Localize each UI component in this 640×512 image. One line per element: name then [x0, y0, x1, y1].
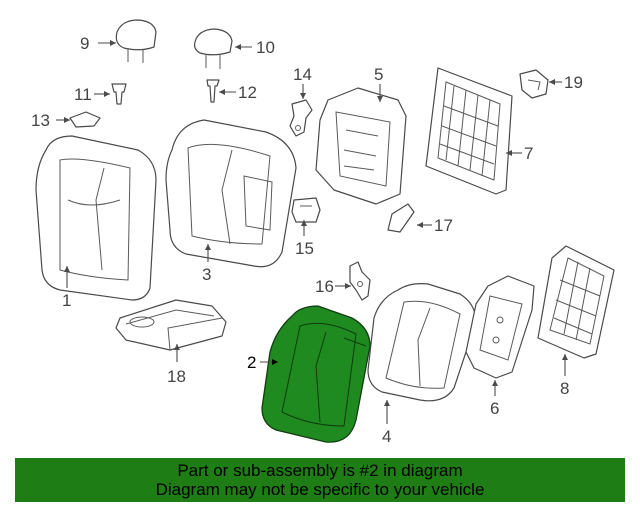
callout-3: 3: [202, 265, 211, 284]
part-6-frame: [465, 275, 535, 379]
callout-15: 15: [295, 239, 314, 258]
part-17-trim: [387, 203, 415, 233]
callout-18: 18: [167, 367, 186, 386]
callout-9: 9: [80, 34, 89, 53]
part-4-seatback-pad: [367, 283, 477, 402]
callout-5: 5: [374, 65, 383, 84]
callout-8: 8: [560, 379, 569, 398]
part-1-seatback-cover: [35, 135, 157, 301]
callout-14: 14: [293, 65, 312, 84]
part-5-seatback-frame: [315, 87, 407, 205]
part-18-armrest: [115, 299, 227, 351]
callout-16: 16: [315, 277, 334, 296]
part-10-headrest: [193, 28, 233, 69]
part-14-bracket: [289, 99, 313, 137]
callout-12: 12: [238, 83, 257, 102]
callout-labels: 9 10 11 12 13 14 5 19 7 15 17 3 1 16 18 …: [31, 34, 583, 446]
part-2-seatback-cover-highlighted: [261, 305, 371, 443]
callout-17: 17: [434, 216, 453, 235]
callout-19: 19: [564, 73, 583, 92]
part-16-hinge: [349, 261, 371, 301]
parts-diagram: 9 10 11 12 13 14 5 19 7 15 17 3 1 16 18 …: [31, 19, 615, 446]
callout-2: 2: [247, 353, 256, 372]
part-3-seatback-pad: [165, 119, 297, 268]
banner-line-2: Diagram may not be specific to your vehi…: [155, 480, 485, 499]
part-11-guide: [111, 83, 127, 105]
callout-7: 7: [524, 144, 533, 163]
part-8-panel: [537, 245, 615, 359]
info-banner: Part or sub-assembly is #2 in diagram Di…: [15, 458, 625, 502]
callout-13: 13: [31, 111, 50, 130]
part-15-latch: [291, 197, 321, 223]
part-19-clip: [519, 69, 549, 99]
part-12-guide: [206, 79, 220, 103]
part-7-panel: [425, 67, 513, 195]
callout-10: 10: [256, 38, 275, 57]
callout-1: 1: [62, 291, 71, 310]
callout-6: 6: [490, 399, 499, 418]
callout-11: 11: [74, 85, 92, 104]
callout-4: 4: [382, 427, 391, 446]
banner-line-1: Part or sub-assembly is #2 in diagram: [177, 461, 463, 480]
part-13-cover: [69, 111, 101, 128]
part-9-headrest: [115, 19, 157, 63]
callout-arrowheads: [64, 40, 568, 406]
